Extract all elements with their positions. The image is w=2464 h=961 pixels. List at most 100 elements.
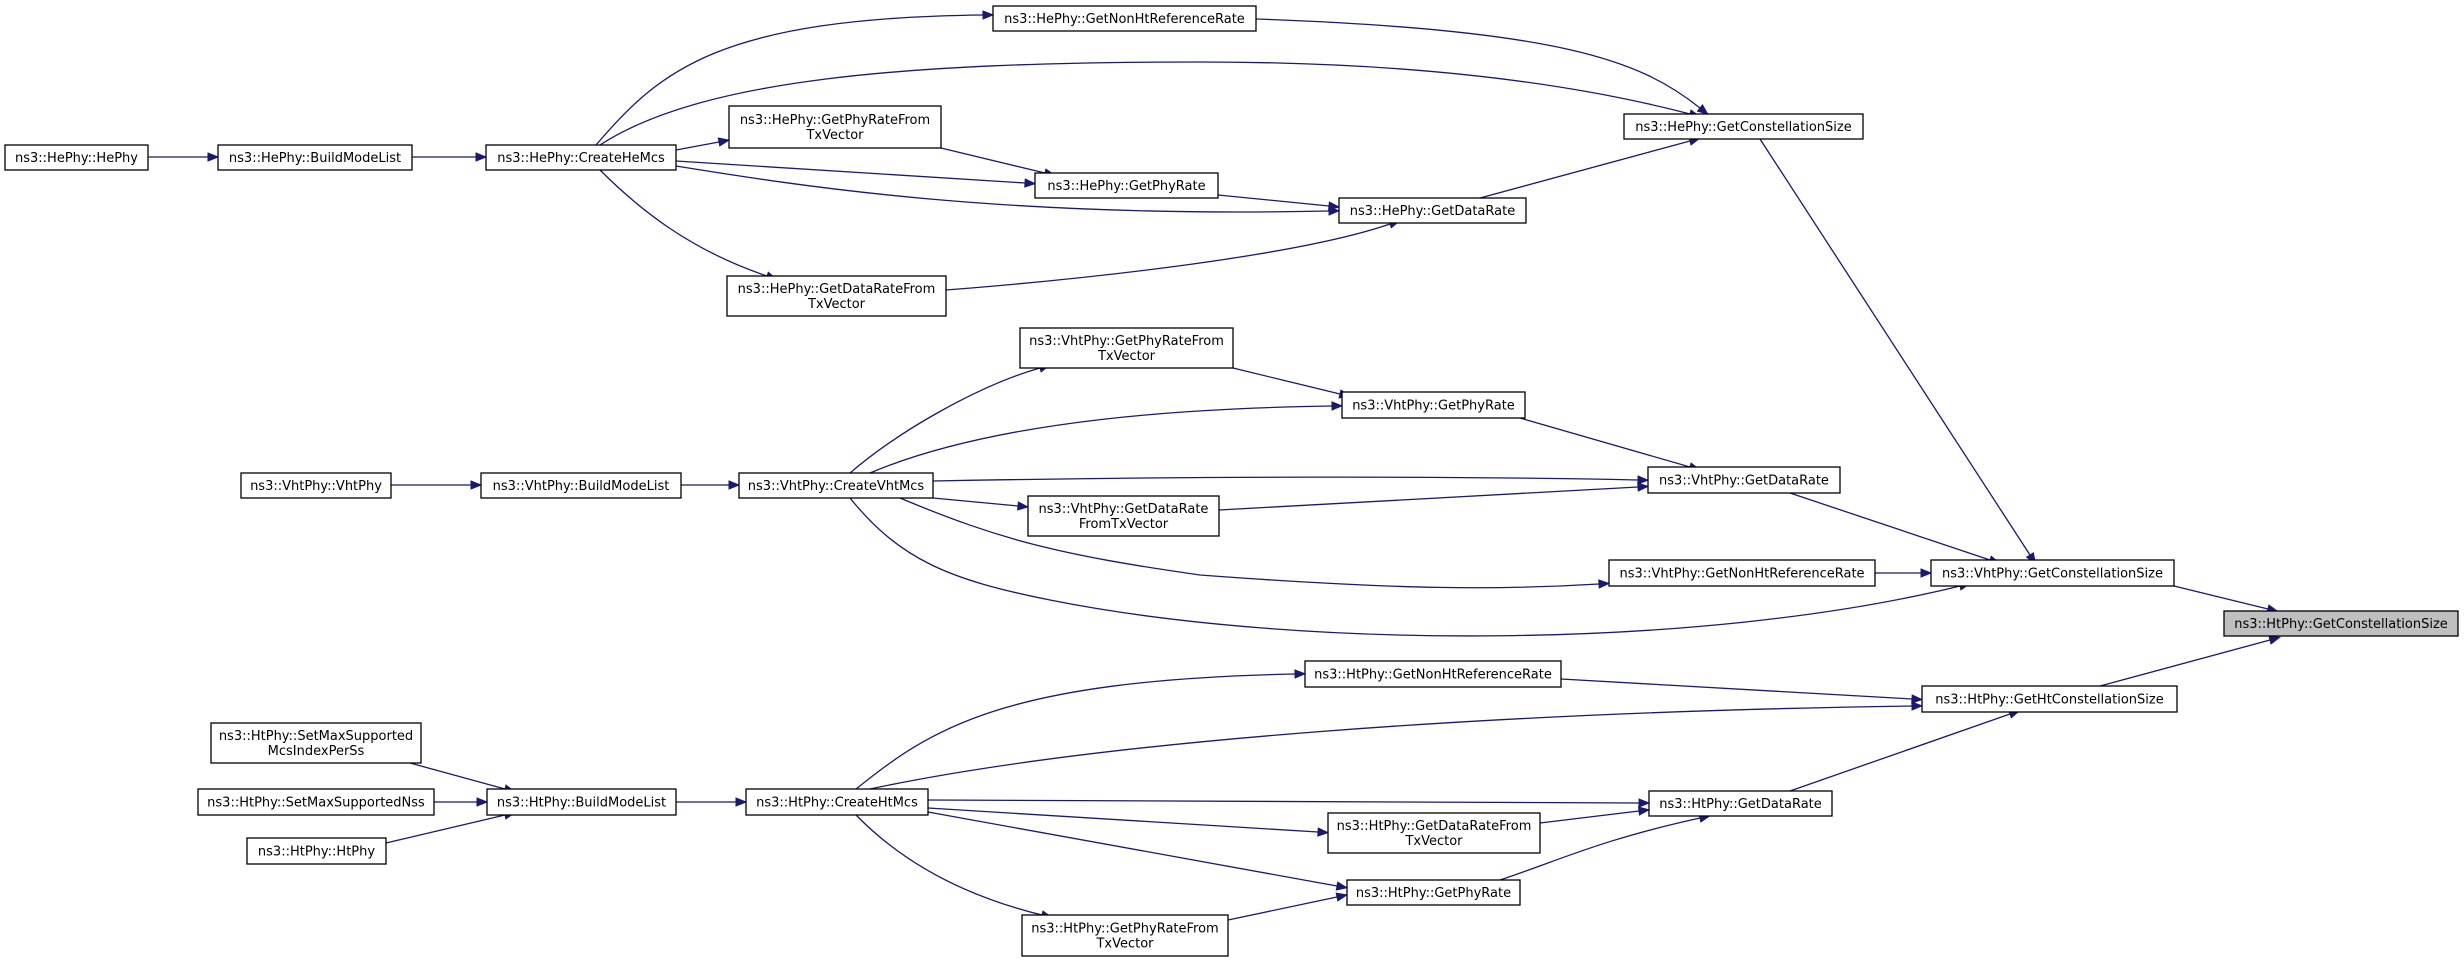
node-vhtphy-getphyrate[interactable]: ns3::VhtPhy::GetPhyRate <box>1341 391 1526 419</box>
edge-vhtphy-buildmodelist-to-vhtphy-createvhtmcs <box>681 480 741 490</box>
edge-vhtphy-createvhtmcs-to-vhtphy-getnonhtreferencerate <box>899 497 1611 589</box>
arrowhead <box>2268 635 2281 645</box>
edge-hephy-createhemcs-to-hephy-getphyratefromtxvector <box>675 137 731 151</box>
edge-hephy-getdataratefromtxvector-to-hephy-getdatarate <box>945 219 1401 291</box>
arrowhead <box>1024 178 1037 188</box>
node-label: ns3::VhtPhy::GetPhyRateFrom <box>1029 334 1224 349</box>
node-vhtphy-getconstellationsize[interactable]: ns3::VhtPhy::GetConstellationSize <box>1930 559 2175 587</box>
node-htphy-getconstellationsize[interactable]: ns3::HtPhy::GetConstellationSize <box>2223 610 2459 637</box>
node-box <box>1346 879 1521 906</box>
arrowhead <box>1331 401 1344 411</box>
node-label: McsIndexPerSs <box>268 744 365 759</box>
node-htphy-buildmodelist[interactable]: ns3::HtPhy::BuildModeList <box>486 788 677 816</box>
edge-vhtphy-getphyrate-to-vhtphy-getdatarate <box>1519 417 1701 472</box>
arrowhead <box>1598 579 1611 589</box>
arrowhead <box>1638 798 1651 808</box>
node-label: ns3::HePhy::GetPhyRateFrom <box>740 113 930 128</box>
edge-htphy-buildmodelist-to-htphy-createhtmcs <box>676 797 748 807</box>
node-hephy-getdatarate[interactable]: ns3::HePhy::GetDataRate <box>1338 197 1527 224</box>
node-label: ns3::VhtPhy::GetConstellationSize <box>1942 567 2163 582</box>
node-box <box>1027 495 1220 537</box>
edge-hephy-createhemcs-to-hephy-getnonhtreferencerate <box>595 10 995 146</box>
edge-htphy-getnonhtreferencerate-to-htphy-gethtconstellationsize <box>1560 678 1924 704</box>
node-hephy-getconstellationsize[interactable]: ns3::HePhy::GetConstellationSize <box>1623 113 1864 140</box>
arrowhead <box>1920 568 1933 578</box>
edge-hephy-getnonhtreferencerate-to-hephy-getconstellationsize <box>1255 18 1709 116</box>
node-vhtphy-getnonhtreferencerate[interactable]: ns3::VhtPhy::GetNonHtReferenceRate <box>1608 559 1876 587</box>
node-label: ns3::HePhy::GetConstellationSize <box>1635 120 1852 135</box>
arrowhead <box>1294 669 1307 679</box>
edge-vhtphy-createvhtmcs-to-vhtphy-getphyrate <box>869 401 1344 474</box>
arrowhead <box>1335 881 1349 891</box>
edge-htphy-createhtmcs-to-htphy-getdataratefromtxvector <box>927 807 1330 837</box>
node-htphy-getdatarate[interactable]: ns3::HtPhy::GetDataRate <box>1648 790 1833 817</box>
arrowhead <box>1637 482 1650 492</box>
node-htphy-getnonhtreferencerate[interactable]: ns3::HtPhy::GetNonHtReferenceRate <box>1304 660 1562 688</box>
edge-htphy-createhtmcs-to-htphy-gethtconstellationsize <box>869 701 1924 790</box>
node-label: TxVector <box>1097 349 1156 364</box>
node-vhtphy-buildmodelist[interactable]: ns3::VhtPhy::BuildModeList <box>480 472 682 499</box>
arrowhead <box>1911 694 1924 704</box>
node-box <box>728 105 942 149</box>
node-box <box>485 144 677 171</box>
node-label: ns3::HtPhy::GetNonHtReferenceRate <box>1314 668 1552 683</box>
arrowhead <box>470 480 483 490</box>
node-label: ns3::VhtPhy::GetPhyRate <box>1352 399 1515 414</box>
edge-htphy-gethtconstellationsize-to-htphy-getconstellationsize <box>2099 635 2281 687</box>
arrowhead <box>1696 103 1709 116</box>
node-htphy-setmaxsupportednss[interactable]: ns3::HtPhy::SetMaxSupportedNss <box>197 788 435 816</box>
node-htphy-createhtmcs[interactable]: ns3::HtPhy::CreateHtMcs <box>745 788 929 816</box>
node-hephy-getnonhtreferencerate[interactable]: ns3::HePhy::GetNonHtReferenceRate <box>992 5 1257 32</box>
node-box <box>197 788 435 816</box>
edge-hephy-getphyrate-to-hephy-getdatarate <box>1217 194 1341 211</box>
edge-hephy-createhemcs-to-hephy-getdataratefromtxvector <box>599 169 778 281</box>
node-vhtphy-createvhtmcs[interactable]: ns3::VhtPhy::CreateVhtMcs <box>738 472 934 499</box>
node-vhtphy-getdatarate[interactable]: ns3::VhtPhy::GetDataRate <box>1647 466 1841 494</box>
arrowhead <box>1017 501 1030 511</box>
edge-hephy-hephy-to-hephy-buildmodelist <box>148 152 220 162</box>
arrowhead <box>1335 892 1349 902</box>
node-box <box>1327 812 1541 854</box>
node-label: ns3::VhtPhy::GetDataRate <box>1659 474 1829 489</box>
edge-vhtphy-createvhtmcs-to-vhtphy-getdataratefromtxvector <box>932 497 1030 511</box>
node-hephy-hephy[interactable]: ns3::HePhy::HePhy <box>4 144 149 171</box>
arrowhead <box>1637 475 1650 485</box>
node-label: ns3::HePhy::GetNonHtReferenceRate <box>1004 12 1245 27</box>
node-box <box>1341 391 1526 419</box>
node-box <box>1608 559 1876 587</box>
node-hephy-createhemcs[interactable]: ns3::HePhy::CreateHeMcs <box>485 144 677 171</box>
node-label: ns3::HtPhy::BuildModeList <box>497 796 666 811</box>
node-label: ns3::VhtPhy::CreateVhtMcs <box>748 479 925 494</box>
edge-hephy-getconstellationsize-to-vhtphy-getconstellationsize <box>1759 138 2037 565</box>
node-label: ns3::HePhy::HePhy <box>15 151 138 166</box>
node-box <box>210 722 422 764</box>
node-box <box>1921 685 2178 713</box>
node-box <box>738 472 934 499</box>
edge-htphy-getdataratefromtxvector-to-htphy-getdatarate <box>1539 806 1651 824</box>
node-label: TxVector <box>1404 834 1463 849</box>
edge-hephy-createhemcs-to-hephy-getdatarate <box>675 165 1341 216</box>
edge-vhtphy-getdatarate-to-vhtphy-getconstellationsize <box>1789 492 2001 565</box>
node-hephy-buildmodelist[interactable]: ns3::HePhy::BuildModeList <box>217 144 413 171</box>
node-hephy-getphyrate[interactable]: ns3::HePhy::GetPhyRate <box>1034 172 1219 199</box>
node-label: TxVector <box>805 128 864 143</box>
edge-hephy-buildmodelist-to-hephy-createhemcs <box>412 152 488 162</box>
node-box <box>726 275 947 317</box>
node-label: ns3::VhtPhy::GetNonHtReferenceRate <box>1619 567 1864 582</box>
node-htphy-getphyrate[interactable]: ns3::HtPhy::GetPhyRate <box>1346 879 1521 906</box>
node-vhtphy-vhtphy[interactable]: ns3::VhtPhy::VhtPhy <box>240 472 392 499</box>
node-htphy-gethtconstellationsize[interactable]: ns3::HtPhy::GetHtConstellationSize <box>1921 685 2178 713</box>
edge-vhtphy-vhtphy-to-vhtphy-buildmodelist <box>391 480 483 490</box>
node-label: ns3::VhtPhy::GetDataRate <box>1039 502 1209 517</box>
node-box <box>2223 610 2459 637</box>
node-label: ns3::HtPhy::GetPhyRate <box>1356 886 1511 901</box>
node-htphy-htphy[interactable]: ns3::HtPhy::HtPhy <box>246 837 387 865</box>
node-box <box>745 788 929 816</box>
